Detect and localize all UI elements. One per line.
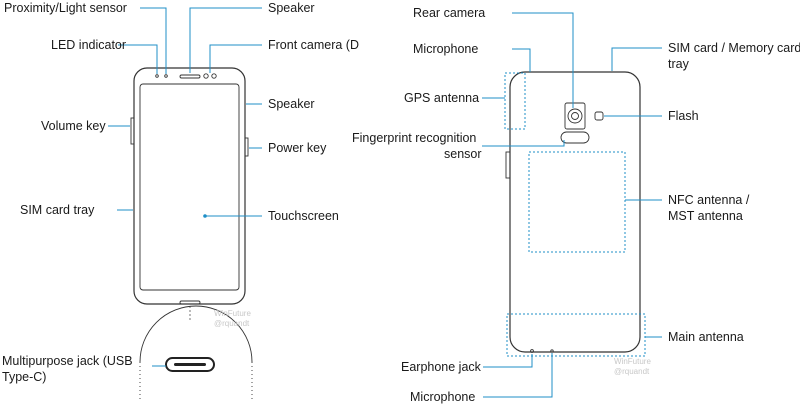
main-antenna-area: [506, 313, 646, 357]
back-labels: Rear camera Microphone GPS antenna Finge…: [352, 6, 800, 404]
label-led-indicator: LED indicator: [51, 38, 126, 52]
back-leaders: [482, 12, 662, 398]
rear-camera-shape: [564, 102, 586, 130]
label-microphone-top: Microphone: [413, 42, 478, 56]
label-rear-camera: Rear camera: [413, 6, 485, 20]
label-speaker-top: Speaker: [268, 1, 315, 15]
label-proximity-sensor: Proximity/Light sensor: [4, 1, 127, 15]
fingerprint-sensor-shape: [560, 131, 590, 144]
label-microphone-bottom: Microphone: [410, 390, 475, 404]
front-camera-shape: [203, 73, 209, 79]
earphone-jack-shape: [530, 349, 534, 353]
usb-port-shape: [179, 300, 201, 305]
usb-zoom: [139, 305, 253, 400]
label-earphone-jack: Earphone jack: [401, 360, 482, 374]
watermark-front-line1: WinFuture: [214, 309, 251, 318]
label-fingerprint-line1: Fingerprint recognition: [352, 131, 476, 145]
usb-zoom-circle: [139, 305, 253, 363]
proximity-sensor-shape: [164, 74, 168, 78]
label-flash: Flash: [668, 109, 699, 123]
front-phone-screen: [139, 83, 240, 291]
front-labels: Proximity/Light sensor LED indicator Vol…: [2, 1, 359, 384]
label-usb-jack-line1: Multipurpose jack (USB: [2, 354, 133, 368]
power-key-shape: [244, 137, 249, 157]
watermark-front-line2: @rquandt: [214, 319, 250, 328]
label-nfc-line1: NFC antenna /: [668, 193, 750, 207]
gps-antenna-area: [504, 72, 526, 130]
front-phone-body: [133, 67, 246, 305]
label-speaker: Speaker: [268, 97, 315, 111]
label-main-antenna: Main antenna: [668, 330, 744, 344]
label-sim-memory-line1: SIM card / Memory card: [668, 41, 800, 55]
watermark-back-line2: @rquandt: [614, 367, 650, 376]
side-key-shape: [505, 151, 511, 179]
earpiece-speaker-shape: [179, 74, 201, 79]
front-leaders: [108, 7, 262, 367]
usb-port-tongue: [174, 363, 206, 366]
label-front-camera: Front camera (D: [268, 38, 359, 52]
front-camera-shape-2: [211, 73, 217, 79]
label-volume-key: Volume key: [41, 119, 106, 133]
nfc-antenna-area: [528, 151, 626, 253]
watermark-back-line1: WinFuture: [614, 357, 651, 366]
label-fingerprint-line2: sensor: [444, 147, 482, 161]
label-sim-card-tray: SIM card tray: [20, 203, 95, 217]
volume-key-shape: [130, 117, 135, 145]
flash-shape: [594, 111, 604, 121]
label-power-key: Power key: [268, 141, 327, 155]
label-gps-antenna: GPS antenna: [404, 91, 479, 105]
label-sim-memory-line2: tray: [668, 57, 690, 71]
label-nfc-line2: MST antenna: [668, 209, 743, 223]
led-indicator-shape: [155, 74, 159, 78]
back-phone: [504, 71, 646, 357]
back-phone-body: [509, 71, 641, 353]
bottom-mic-shape: [550, 349, 554, 353]
rear-camera-lens-outer: [567, 108, 583, 124]
front-phone: [130, 67, 249, 305]
watermarks: WinFuture @rquandt WinFuture @rquandt: [214, 309, 651, 376]
label-usb-jack-line2: Type-C): [2, 370, 46, 384]
rear-camera-lens-inner: [571, 112, 579, 120]
label-touchscreen: Touchscreen: [268, 209, 339, 223]
